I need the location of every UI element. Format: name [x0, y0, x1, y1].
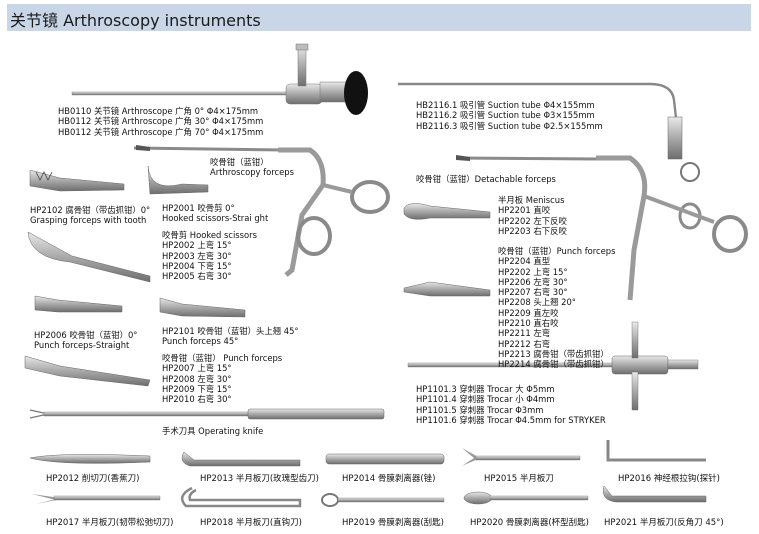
knife-hp2021-image	[603, 485, 707, 503]
variant-line: HP2212 右弯	[498, 338, 551, 349]
knife-hp2013-image	[181, 451, 301, 467]
hooked-scissors-variant-list: 咬骨剪 Hooked scissors HP2002 上弯 15° HP2003…	[162, 230, 257, 281]
caption-line: HP2101 咬骨钳（蓝钳）头上翘 45°	[162, 326, 299, 336]
caption-line: Punch forceps-Straight	[34, 340, 130, 351]
knife-hp2014-image	[325, 453, 445, 465]
detachable-forceps-image	[455, 155, 748, 301]
knife-hp2013-caption: HP2013 半月板刀(玫瑰型齿刀)	[200, 474, 319, 484]
knife-hp2012-caption: HP2012 削切刀(香蕉刀)	[46, 474, 140, 484]
arthroscope-spec-list: HB0110 关节镜 Arthroscope 广角 0° Φ4×175mm HB…	[58, 106, 263, 137]
hooked-scissors-caption: HP2001 咬骨剪 0° Hooked scissors-Strai ght	[162, 203, 268, 224]
header-bar: 关节镜 Arthroscopy instruments	[7, 4, 751, 31]
variant-line: HP2202 上弯 15°	[498, 266, 568, 277]
operating-knife-caption: 手术刀具 Operating knife	[162, 426, 264, 436]
grasping-forceps-tooth-image	[29, 169, 125, 192]
variant-line: HP2002 上弯 15°	[162, 240, 232, 251]
caption-line: Hooked scissors-Strai ght	[162, 213, 269, 224]
variant-line: HP2008 左弯 30°	[162, 373, 232, 384]
grasping-forceps-caption: HP2102 腐骨钳（带齿抓钳）0° Grasping forceps with…	[30, 205, 150, 226]
knife-hp2016-image	[606, 440, 706, 462]
operating-knife-image	[29, 408, 385, 420]
knife-hp2015-caption: HP2015 半月板刀	[484, 474, 554, 484]
punch-forceps-curved-image	[24, 355, 151, 387]
variant-line: HP2003 左弯 30°	[162, 250, 232, 261]
spec-line: HB2116.2 吸引管 Suction tube Φ3×155mm	[416, 110, 595, 121]
variant-line: 咬骨钳（蓝钳） Punch forceps	[162, 353, 283, 363]
variant-line: HP2209 直左咬	[498, 307, 559, 318]
variant-line: HP2213 腐骨钳（带齿抓钳）	[498, 348, 609, 359]
punch-forceps-straight-image	[34, 295, 123, 313]
punch-forceps-right-image	[403, 281, 491, 297]
arthroscopy-forceps-image	[133, 145, 390, 277]
caption-line: Punch forceps 45°	[162, 336, 239, 347]
punch-forceps-variant-list: 咬骨钳（蓝钳） Punch forceps HP2007 上弯 15° HP20…	[162, 353, 282, 404]
variant-line: 咬骨剪 Hooked scissors	[162, 230, 257, 240]
spec-line: HB0112 关节镜 Arthroscope 广角 30° Φ4×175mm	[58, 116, 264, 127]
spec-line: HB2116.3 吸引管 Suction tube Φ2.5×155mm	[416, 120, 603, 131]
spec-line: HP1101.4 穿刺器 Trocar 小 Φ4mm	[416, 394, 555, 405]
knife-hp2021-caption: HP2021 半月板刀(反角刀 45°)	[604, 518, 724, 528]
knife-hp2020-caption: HP2020 骨膜剥离器(杯型刮匙)	[470, 518, 589, 528]
arthroscopy-forceps-caption: 咬骨钳（蓝钳） Arthroscopy forceps	[210, 157, 294, 178]
variant-line: 半月板 Meniscus	[498, 195, 565, 205]
knife-hp2019-caption: HP2019 骨膜剥离器(刮匙)	[342, 518, 444, 528]
variant-line: HP2010 右弯 30°	[162, 394, 232, 405]
trocar-spec-list: HP1101.3 穿刺器 Trocar 大 Φ5mm HP1101.4 穿刺器 …	[416, 384, 606, 425]
knife-hp2017-caption: HP2017 半月板刀(韧带松弛切刀)	[46, 518, 174, 528]
punch-forceps-45-image	[159, 297, 246, 318]
spec-line: HP1101.3 穿刺器 Trocar 大 Φ5mm	[416, 384, 555, 394]
knife-hp2018-image	[180, 486, 302, 508]
suction-tube-image	[398, 82, 700, 182]
knife-hp2012-image	[29, 454, 151, 464]
spec-line: HB0110 关节镜 Arthroscope 广角 0° Φ4×175mm	[58, 106, 259, 116]
variant-line: 咬骨钳（蓝钳）Punch forceps	[498, 246, 616, 256]
knife-hp2017-image	[32, 494, 161, 504]
variant-line: HP2004 下弯 15°	[162, 260, 232, 271]
meniscus-variant-list: 半月板 Meniscus HP2201 直咬 HP2202 左下反咬 HP220…	[498, 195, 567, 236]
knife-hp2018-caption: HP2018 半月板刀(直钩刀)	[200, 518, 302, 528]
page-title: 关节镜 Arthroscopy instruments	[10, 11, 261, 30]
spec-line: HB2116.1 吸引管 Suction tube Φ4×155mm	[416, 100, 595, 110]
knife-hp2016-caption: HP2016 神经根拉钩(探针)	[618, 474, 720, 484]
variant-line: HP2201 直咬	[498, 205, 551, 216]
arthroscope-image	[71, 43, 368, 115]
meniscus-punch-image	[403, 203, 491, 220]
variant-line: HP2007 上弯 15°	[162, 363, 232, 374]
variant-line: HP2203 右下反咬	[498, 225, 567, 236]
caption-line: Arthroscopy forceps	[210, 167, 294, 178]
knife-hp2020-image	[463, 491, 589, 505]
variant-line: HP2202 左下反咬	[498, 215, 567, 226]
suction-tube-spec-list: HB2116.1 吸引管 Suction tube Φ4×155mm HB211…	[416, 100, 603, 131]
knife-hp2014-caption: HP2014 骨膜剥离器(锉)	[342, 474, 436, 484]
caption-line: HP2006 咬骨钳（蓝钳）0°	[34, 330, 138, 340]
variant-line: HP2206 左弯 30°	[498, 276, 568, 287]
punch-forceps-straight-caption: HP2006 咬骨钳（蓝钳）0° Punch forceps-Straight	[34, 330, 137, 351]
caption-line: Grasping forceps with tooth	[30, 215, 147, 226]
hooked-scissors-image	[147, 165, 209, 195]
knife-hp2015-image	[462, 448, 581, 466]
detachable-forceps-caption: 咬骨钳（蓝钳）Detachable forceps	[416, 174, 556, 184]
variant-line: HP2210 直右咬	[498, 318, 559, 329]
variant-line: HP2214 腐骨钳（带齿抓钳）	[498, 359, 609, 370]
spec-line: HB0112 关节镜 Arthroscope 广角 70° Φ4×175mm	[58, 126, 264, 137]
knife-hp2019-image	[321, 493, 445, 507]
variant-line: HP2207 右弯 30°	[498, 287, 568, 298]
caption-line: HP2001 咬骨剪 0°	[162, 203, 235, 213]
trocar-image	[407, 321, 699, 411]
variant-line: HP2005 右弯 30°	[162, 271, 232, 282]
caption-line: HP2102 腐骨钳（带齿抓钳）0°	[30, 205, 151, 215]
variant-line: HP2208 头上翘 20°	[498, 297, 576, 308]
hooked-scissors-curved-image	[27, 231, 151, 283]
punch-forceps-right-variant-list: 咬骨钳（蓝钳）Punch forceps HP2204 直型 HP2202 上弯…	[498, 246, 616, 370]
caption-line: 咬骨钳（蓝钳）	[210, 157, 269, 167]
variant-line: HP2009 下弯 15°	[162, 383, 232, 394]
spec-line: HP1101.5 穿刺器 Trocar Φ3mm	[416, 404, 544, 415]
variant-line: HP2211 左弯	[498, 328, 551, 339]
spec-line: HP1101.6 穿刺器 Trocar Φ4.5mm for STRYKER	[416, 414, 606, 425]
variant-line: HP2204 直型	[498, 256, 551, 267]
punch-forceps-45-caption: HP2101 咬骨钳（蓝钳）头上翘 45° Punch forceps 45°	[162, 326, 299, 347]
